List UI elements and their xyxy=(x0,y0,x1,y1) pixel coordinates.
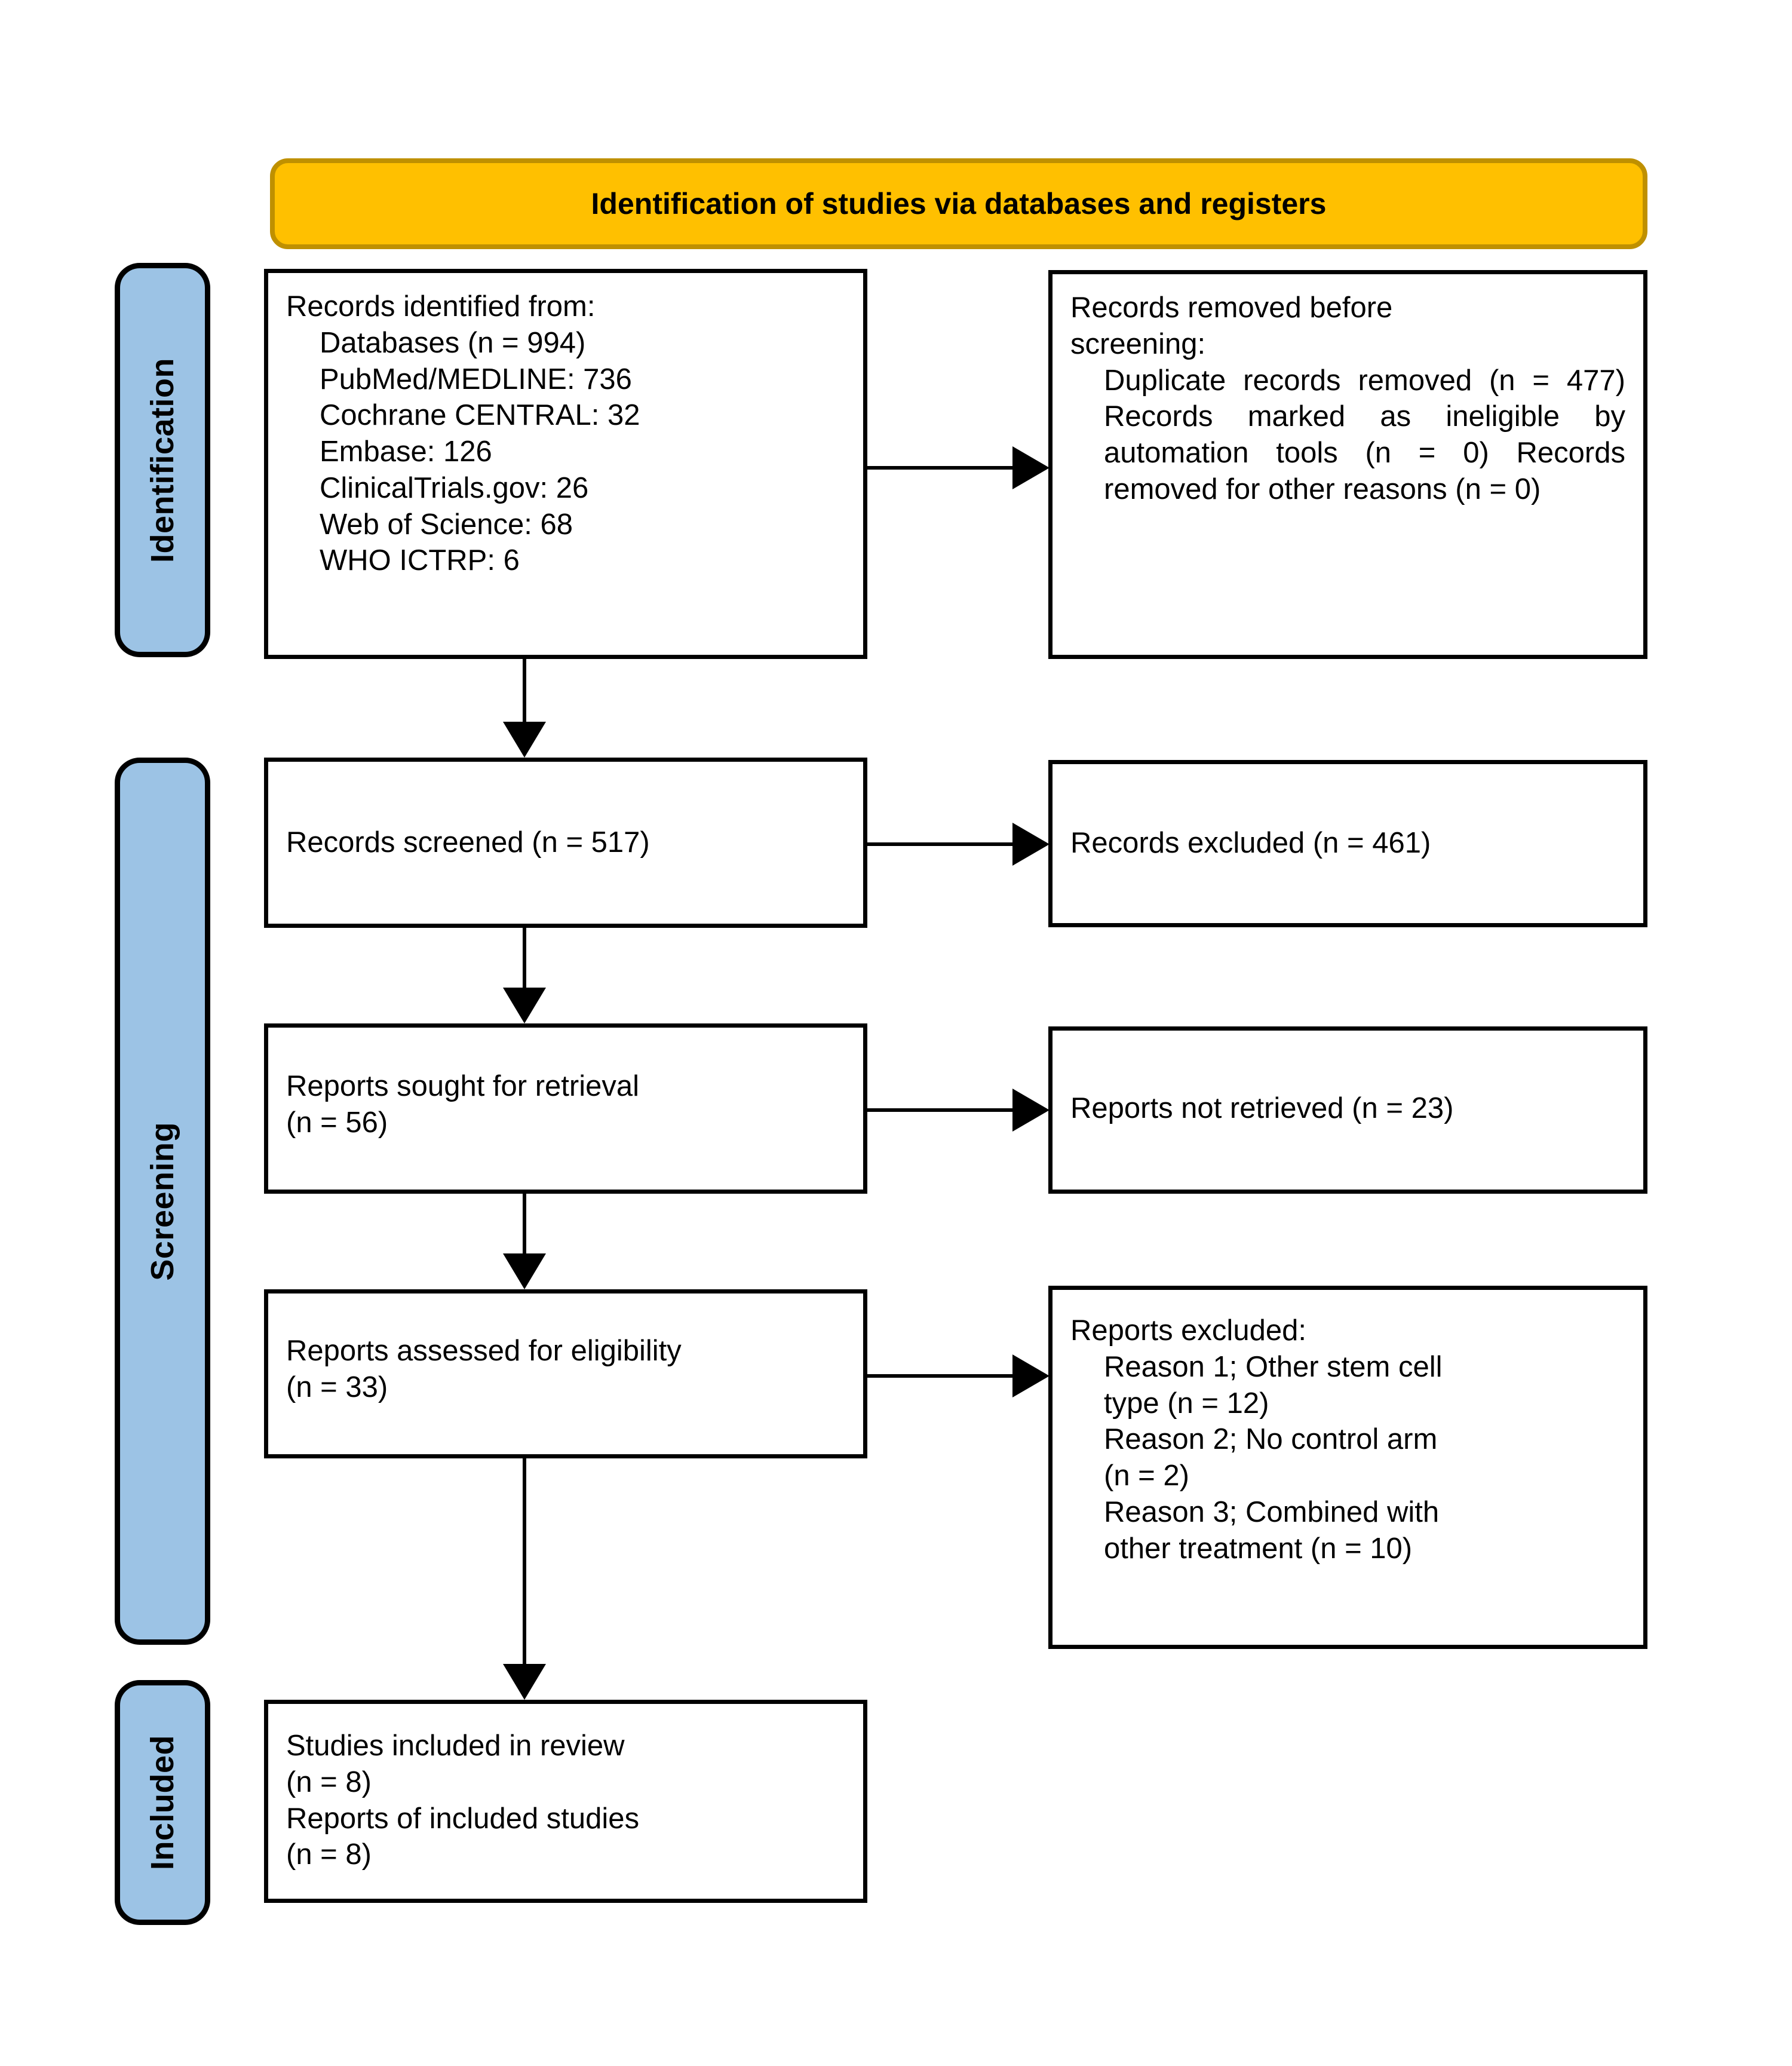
reports-excluded-reason: type (n = 12) xyxy=(1104,1387,1269,1420)
reports-assessed-line1: Reports assessed for eligibility xyxy=(286,1335,682,1367)
records-removed-heading-line2: screening: xyxy=(1070,327,1206,360)
phase-bar-included: Included xyxy=(115,1680,210,1925)
box-reports-sought: Reports sought for retrieval (n = 56) xyxy=(264,1023,867,1194)
phase-label-identification: Identification xyxy=(145,357,180,563)
box-reports-not-retrieved: Reports not retrieved (n = 23) xyxy=(1048,1026,1647,1194)
records-screened-text: Records screened (n = 517) xyxy=(286,826,650,859)
records-removed-detail: Duplicate records removed (n = 477) Reco… xyxy=(1104,364,1625,505)
reports-not-retrieved-text: Reports not retrieved (n = 23) xyxy=(1070,1092,1454,1124)
box-records-identified: Records identified from: Databases (n = … xyxy=(264,269,867,659)
box-records-excluded: Records excluded (n = 461) xyxy=(1048,760,1647,927)
phase-bar-identification: Identification xyxy=(115,263,210,657)
identification-banner: Identification of studies via databases … xyxy=(270,158,1647,249)
box-reports-assessed: Reports assessed for eligibility (n = 33… xyxy=(264,1289,867,1458)
records-identified-source: Embase: 126 xyxy=(320,436,492,468)
records-identified-source: Databases (n = 994) xyxy=(320,326,586,359)
studies-included-line1: Studies included in review xyxy=(286,1730,625,1762)
reports-excluded-reason: other treatment (n = 10) xyxy=(1104,1532,1413,1565)
box-studies-included: Studies included in review (n = 8) Repor… xyxy=(264,1700,867,1903)
arrow-screened-to-sought xyxy=(502,928,547,1023)
banner-title: Identification of studies via databases … xyxy=(591,187,1327,220)
arrow-sought-to-not-retrieved xyxy=(867,1087,1050,1133)
records-identified-source: WHO ICTRP: 6 xyxy=(320,544,520,577)
records-identified-source: Cochrane CENTRAL: 32 xyxy=(320,399,640,432)
reports-assessed-line2: (n = 33) xyxy=(286,1371,388,1403)
studies-included-line2: (n = 8) xyxy=(286,1765,372,1798)
reports-sought-line2: (n = 56) xyxy=(286,1106,388,1139)
arrow-sought-to-assessed xyxy=(502,1194,547,1289)
reports-excluded-heading: Reports excluded: xyxy=(1070,1314,1306,1347)
records-identified-heading: Records identified from: xyxy=(286,290,596,323)
reports-excluded-reason: Reason 1; Other stem cell xyxy=(1104,1350,1443,1383)
phase-bar-screening: Screening xyxy=(115,758,210,1645)
box-records-removed: Records removed before screening: Duplic… xyxy=(1048,270,1647,659)
phase-label-included: Included xyxy=(145,1734,180,1870)
records-removed-heading-line1: Records removed before xyxy=(1070,292,1393,324)
records-excluded-text: Records excluded (n = 461) xyxy=(1070,827,1431,859)
arrow-identified-to-screened xyxy=(502,659,547,758)
phase-label-screening: Screening xyxy=(145,1121,180,1281)
reports-excluded-reason: Reason 2; No control arm xyxy=(1104,1423,1438,1456)
records-identified-source: PubMed/MEDLINE: 736 xyxy=(320,363,632,396)
arrow-screened-to-excluded xyxy=(867,822,1050,867)
studies-included-line4: (n = 8) xyxy=(286,1838,372,1871)
reports-excluded-reason: (n = 2) xyxy=(1104,1460,1189,1492)
reports-sought-line1: Reports sought for retrieval xyxy=(286,1070,639,1102)
records-identified-source: Web of Science: 68 xyxy=(320,508,573,541)
box-records-screened: Records screened (n = 517) xyxy=(264,758,867,928)
studies-included-line3: Reports of included studies xyxy=(286,1802,640,1835)
arrow-assessed-to-included xyxy=(502,1458,547,1700)
box-reports-excluded-reasons: Reports excluded: Reason 1; Other stem c… xyxy=(1048,1286,1647,1649)
arrow-assessed-to-excluded xyxy=(867,1353,1050,1399)
reports-excluded-reason: Reason 3; Combined with xyxy=(1104,1495,1440,1528)
records-identified-source: ClinicalTrials.gov: 26 xyxy=(320,471,589,504)
arrow-identified-to-removed xyxy=(867,445,1050,491)
